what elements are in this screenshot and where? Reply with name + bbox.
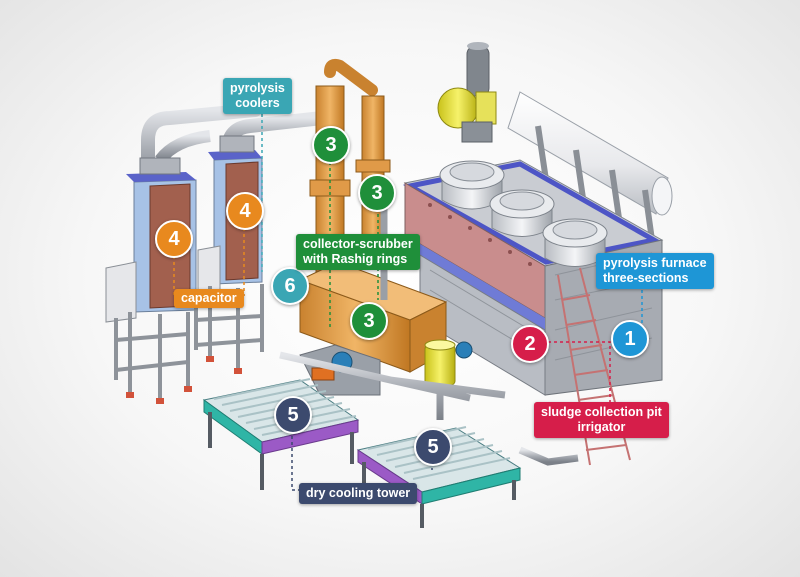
badge-tower-left: 5 bbox=[274, 396, 312, 434]
pumps bbox=[279, 339, 579, 466]
badge-capacitor-left: 4 bbox=[155, 220, 193, 258]
badge-capacitor-right: 4 bbox=[226, 192, 264, 230]
label-dry-cooling-tower: dry cooling tower bbox=[299, 483, 418, 504]
dry-cooling-towers bbox=[202, 378, 522, 528]
badge-scrubber-low: 3 bbox=[350, 302, 388, 340]
badge-scrubber-mid: 3 bbox=[358, 174, 396, 212]
label-pyrolysis-furnace: pyrolysis furnace three-sections bbox=[596, 253, 714, 289]
badge-furnace: 1 bbox=[611, 320, 649, 358]
badge-scrubber-top: 3 bbox=[312, 126, 350, 164]
label-capacitor: capacitor bbox=[174, 289, 244, 308]
label-sludge-pit: sludge collection pit irrigator bbox=[534, 402, 669, 438]
badge-tower-right: 5 bbox=[414, 428, 452, 466]
badge-coolers: 6 bbox=[271, 267, 309, 305]
label-collector-scrubber: collector-scrubber with Rashig rings bbox=[296, 234, 420, 270]
badge-sludge: 2 bbox=[511, 325, 549, 363]
label-pyrolysis-coolers: pyrolysis coolers bbox=[223, 78, 292, 114]
